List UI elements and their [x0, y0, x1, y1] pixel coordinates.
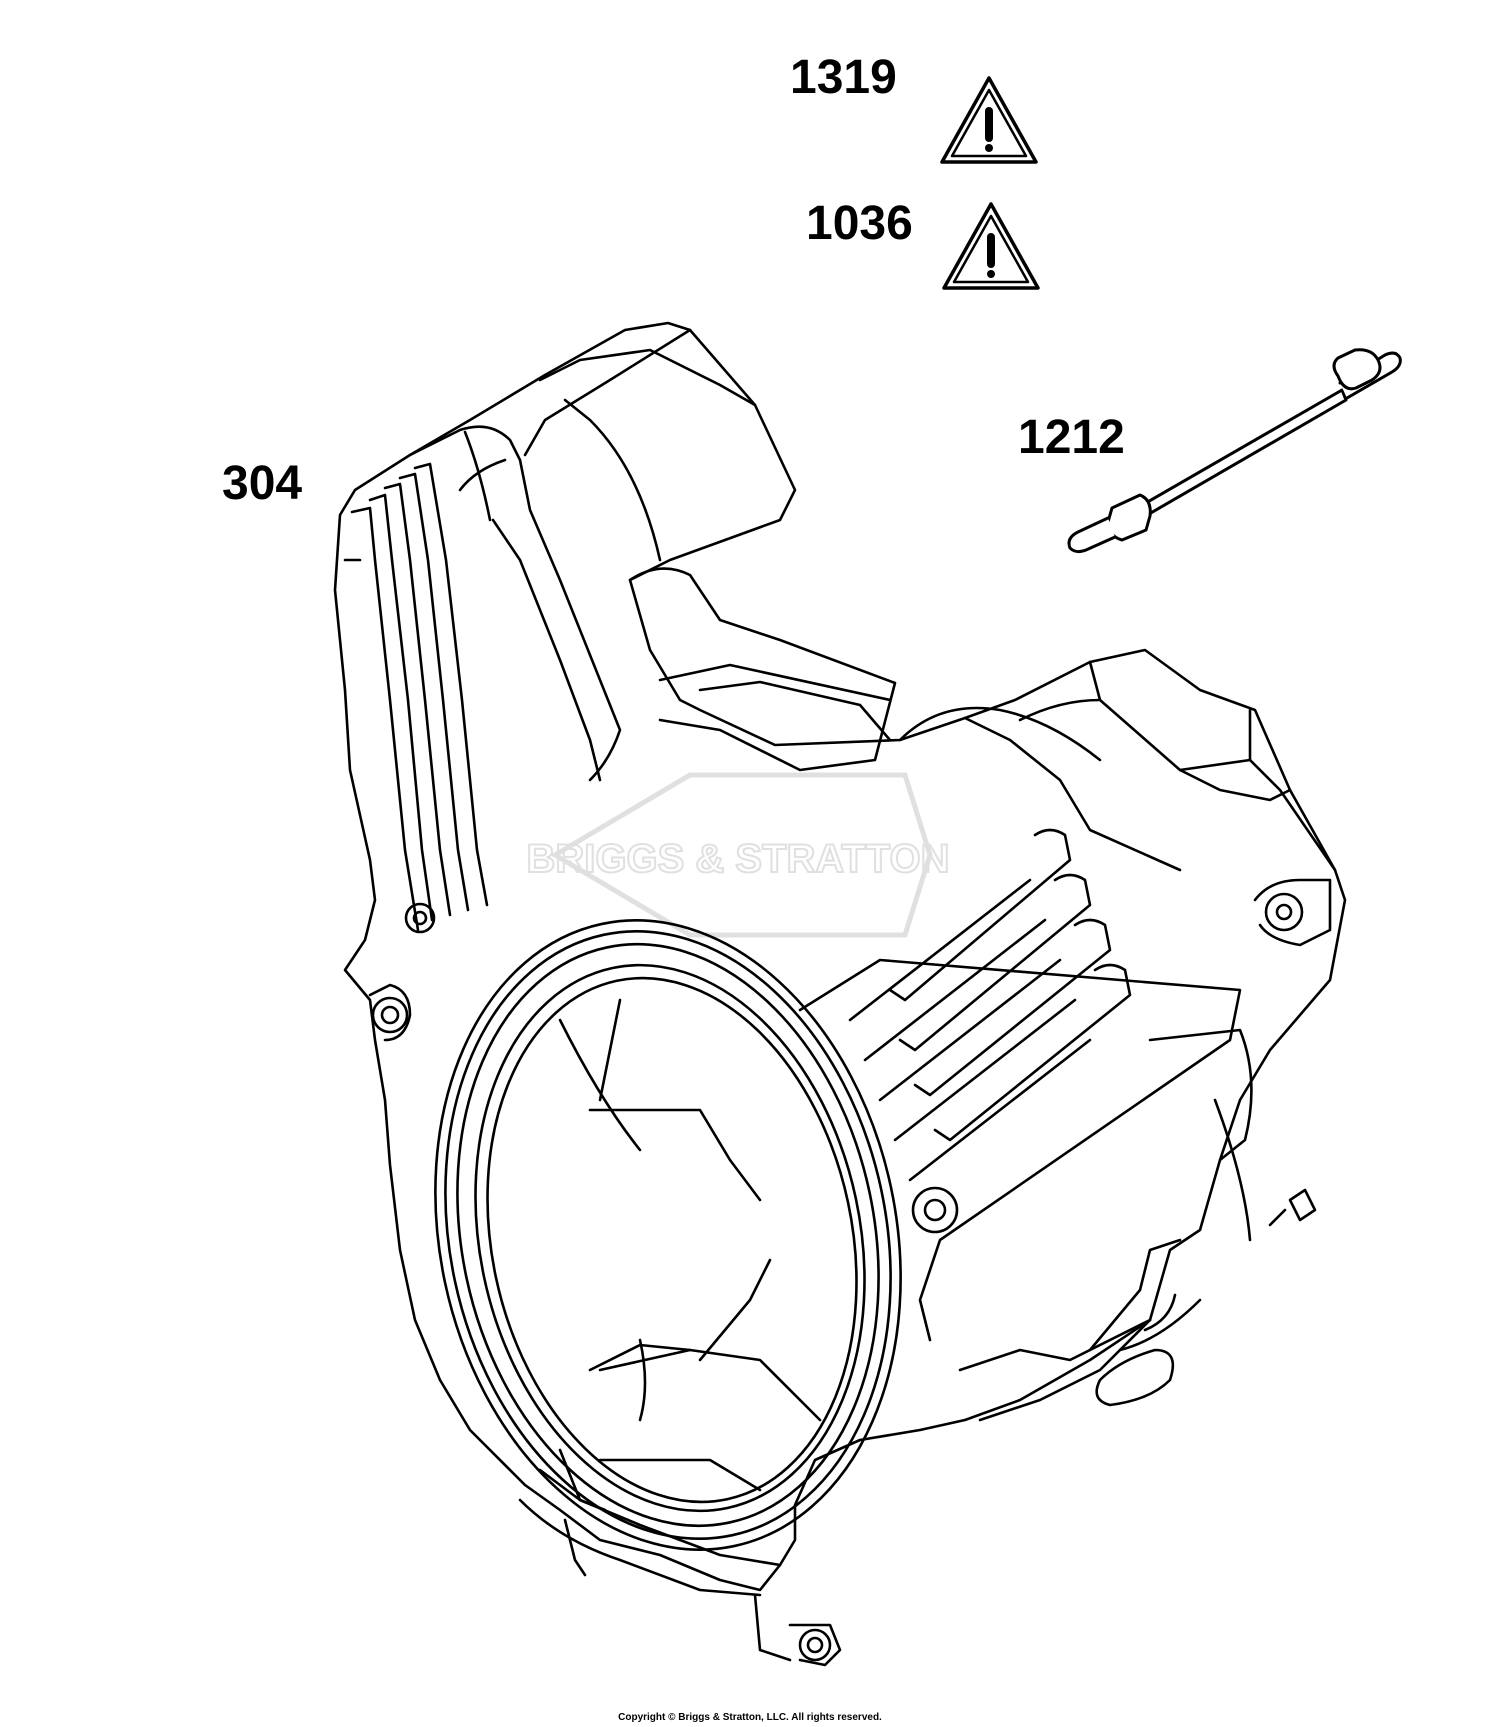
part-label-1212[interactable]: 1212	[1018, 411, 1125, 464]
bolt-part-1212[interactable]	[1067, 348, 1402, 554]
warning-triangle-icon	[940, 76, 1038, 164]
brand-watermark: BRIGGS & STRATTON	[526, 772, 950, 938]
blower-housing-part-304[interactable]	[333, 321, 1347, 1667]
part-label-1036[interactable]: 1036	[806, 197, 913, 250]
watermark-text: BRIGGS & STRATTON	[527, 837, 950, 881]
part-label-304[interactable]: 304	[222, 457, 303, 510]
warning-triangle-icon	[942, 202, 1040, 290]
copyright-notice: Copyright © Briggs & Stratton, LLC. All …	[618, 1712, 882, 1723]
part-label-1319[interactable]: 1319	[790, 51, 897, 104]
